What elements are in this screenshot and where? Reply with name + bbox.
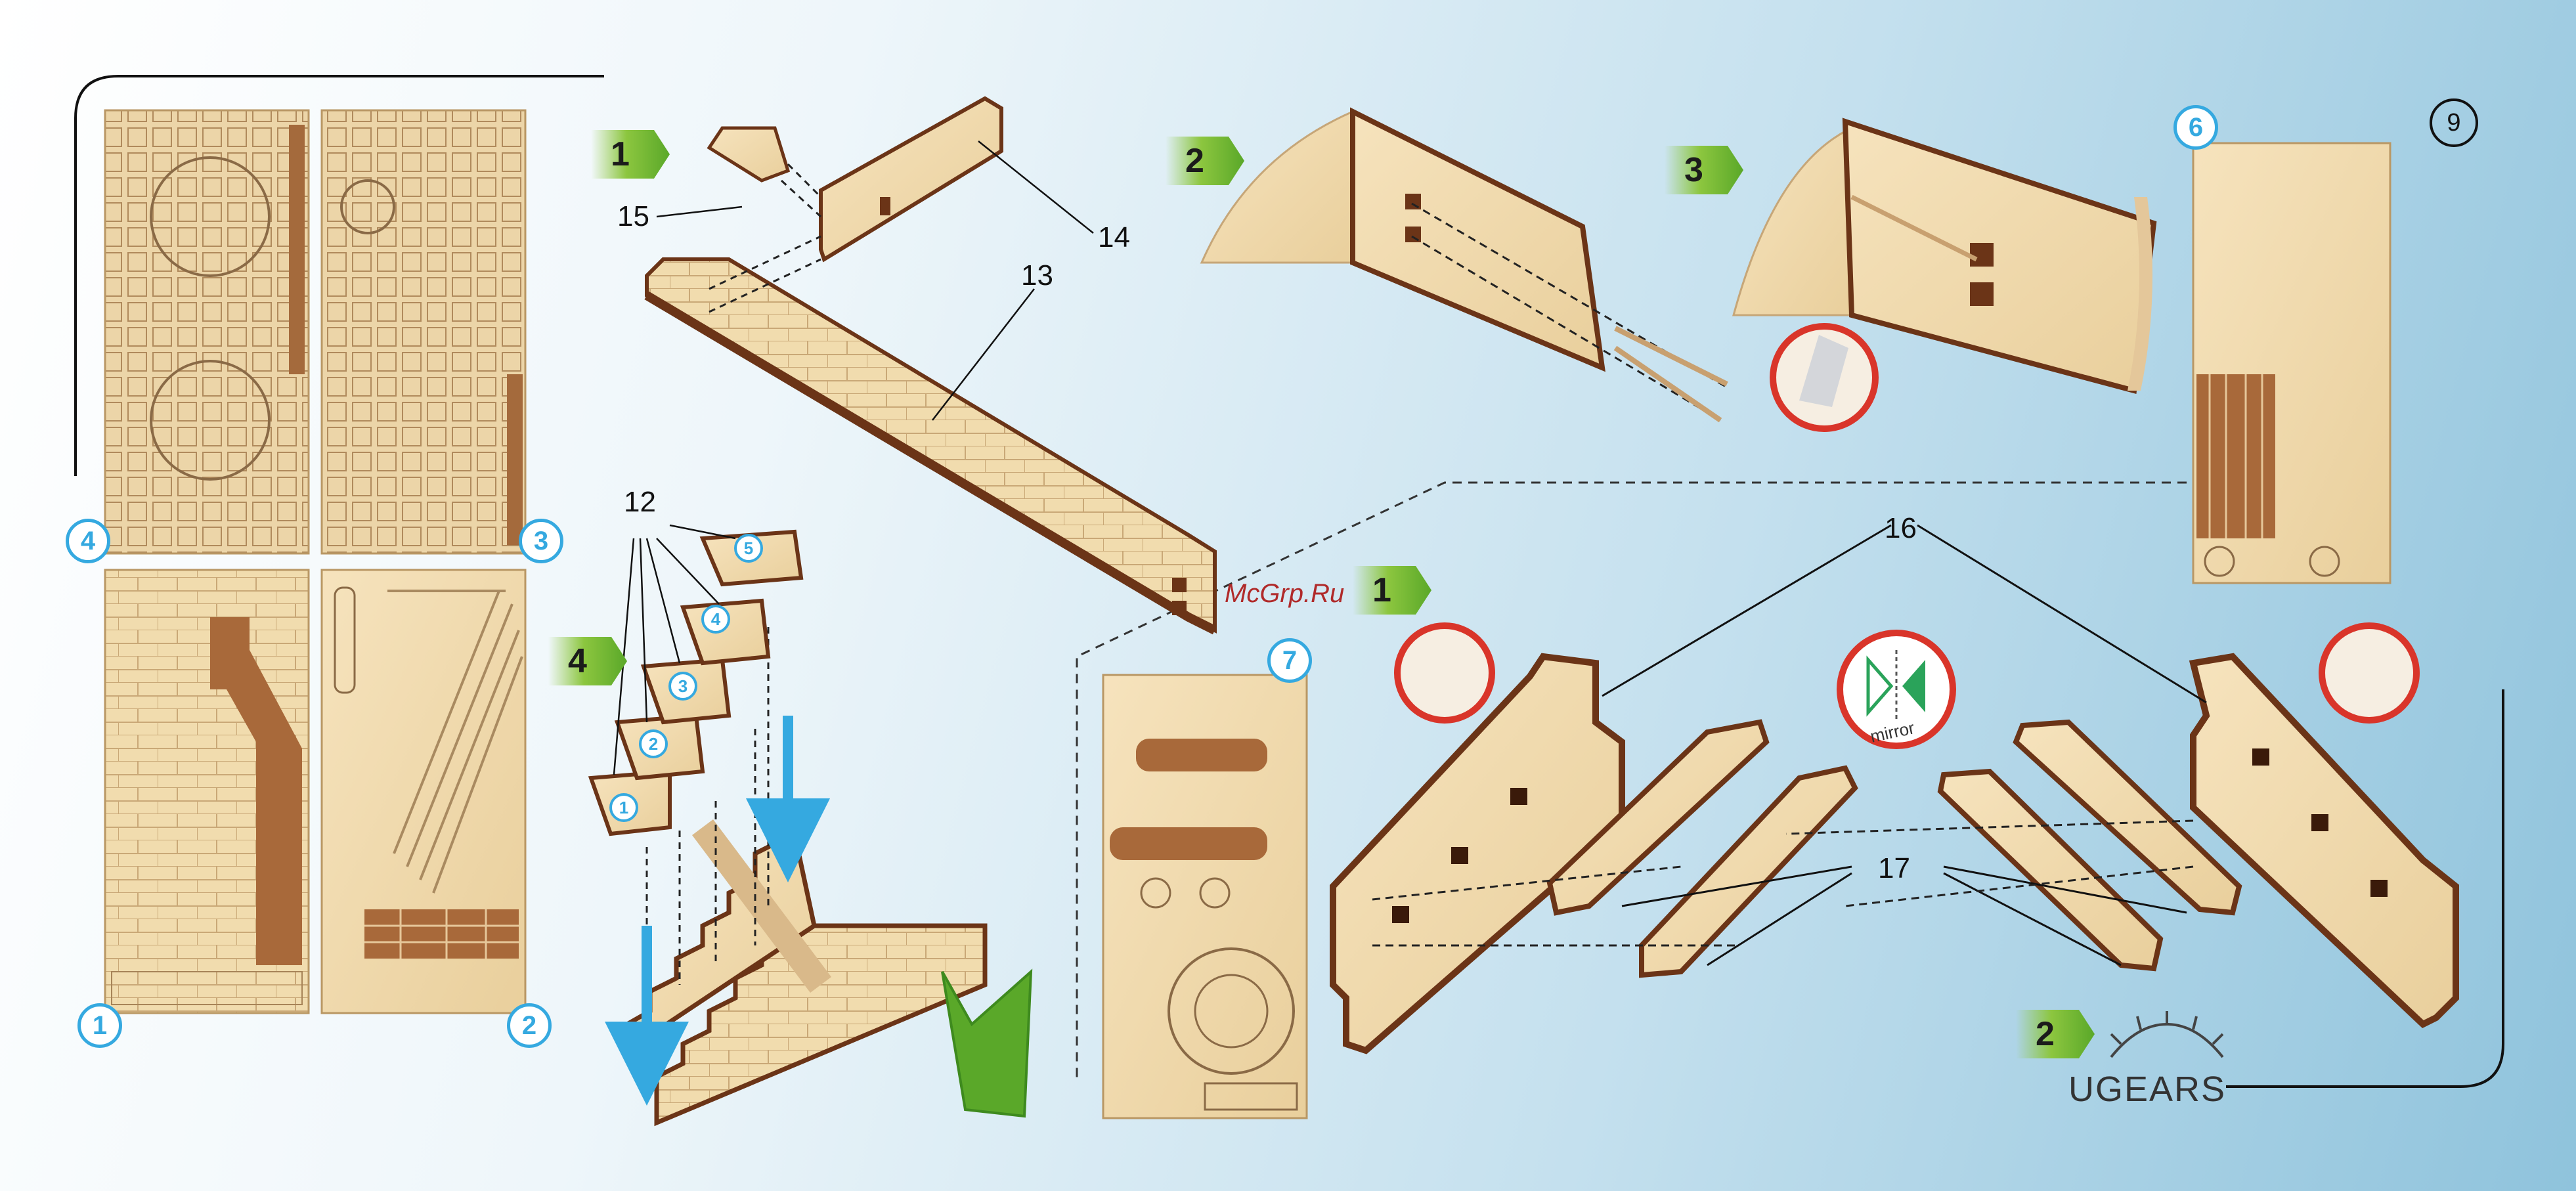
small-part-5-label: 5	[744, 538, 753, 558]
part-label-13: 13	[1021, 259, 1053, 292]
small-part-3-label: 3	[678, 676, 688, 696]
sheet-2-badge: 2	[507, 1003, 552, 1048]
part-label-14: 14	[1098, 221, 1130, 254]
rib-parts-17	[1550, 722, 2239, 975]
sheet-1-badge: 1	[77, 1003, 122, 1048]
step4-assembly	[591, 532, 1031, 1123]
small-part-15	[709, 128, 788, 181]
wall-part-16-left	[1333, 626, 1622, 1050]
step-1-top: 1	[591, 130, 670, 179]
small-part-2-label: 2	[649, 734, 658, 754]
end-part-14	[821, 98, 1001, 259]
sheet-3	[322, 110, 525, 553]
watermark: McGrp.Ru	[1225, 579, 1344, 609]
sheet-1	[105, 570, 309, 1013]
part-label-16: 16	[1885, 512, 1917, 545]
check-mark-icon	[942, 972, 1031, 1116]
sheet-4	[105, 110, 309, 553]
step-2-top: 2	[1166, 137, 1244, 185]
wall-part-16-right	[2193, 626, 2456, 1024]
step-1-bottom: 1	[1353, 566, 1431, 615]
sheet-7-badge: 7	[1267, 638, 1312, 683]
small-part-1-label: 1	[619, 798, 628, 817]
part-label-15: 15	[617, 200, 649, 233]
sheet-4-badge: 4	[66, 519, 110, 563]
step-2-bottom: 2	[2016, 1010, 2095, 1058]
sheet-2	[322, 570, 525, 1013]
sheet-7	[1103, 675, 1307, 1118]
part-label-17: 17	[1878, 852, 1910, 885]
small-part-4-label: 4	[711, 609, 721, 629]
part-label-12: 12	[624, 486, 656, 519]
step2-assembly	[1202, 112, 1727, 420]
sheet-3-badge: 3	[519, 519, 563, 563]
step-3-top: 3	[1665, 146, 1743, 194]
step3-assembly	[1734, 121, 2154, 429]
ugears-gear-icon	[2111, 1011, 2223, 1057]
sheet-6-badge: 6	[2173, 105, 2218, 150]
step-4: 4	[548, 637, 627, 685]
sheet-6	[2193, 143, 2390, 583]
page-number: 9	[2430, 98, 2478, 147]
brand-logo-text: UGEARS	[2068, 1069, 2226, 1110]
